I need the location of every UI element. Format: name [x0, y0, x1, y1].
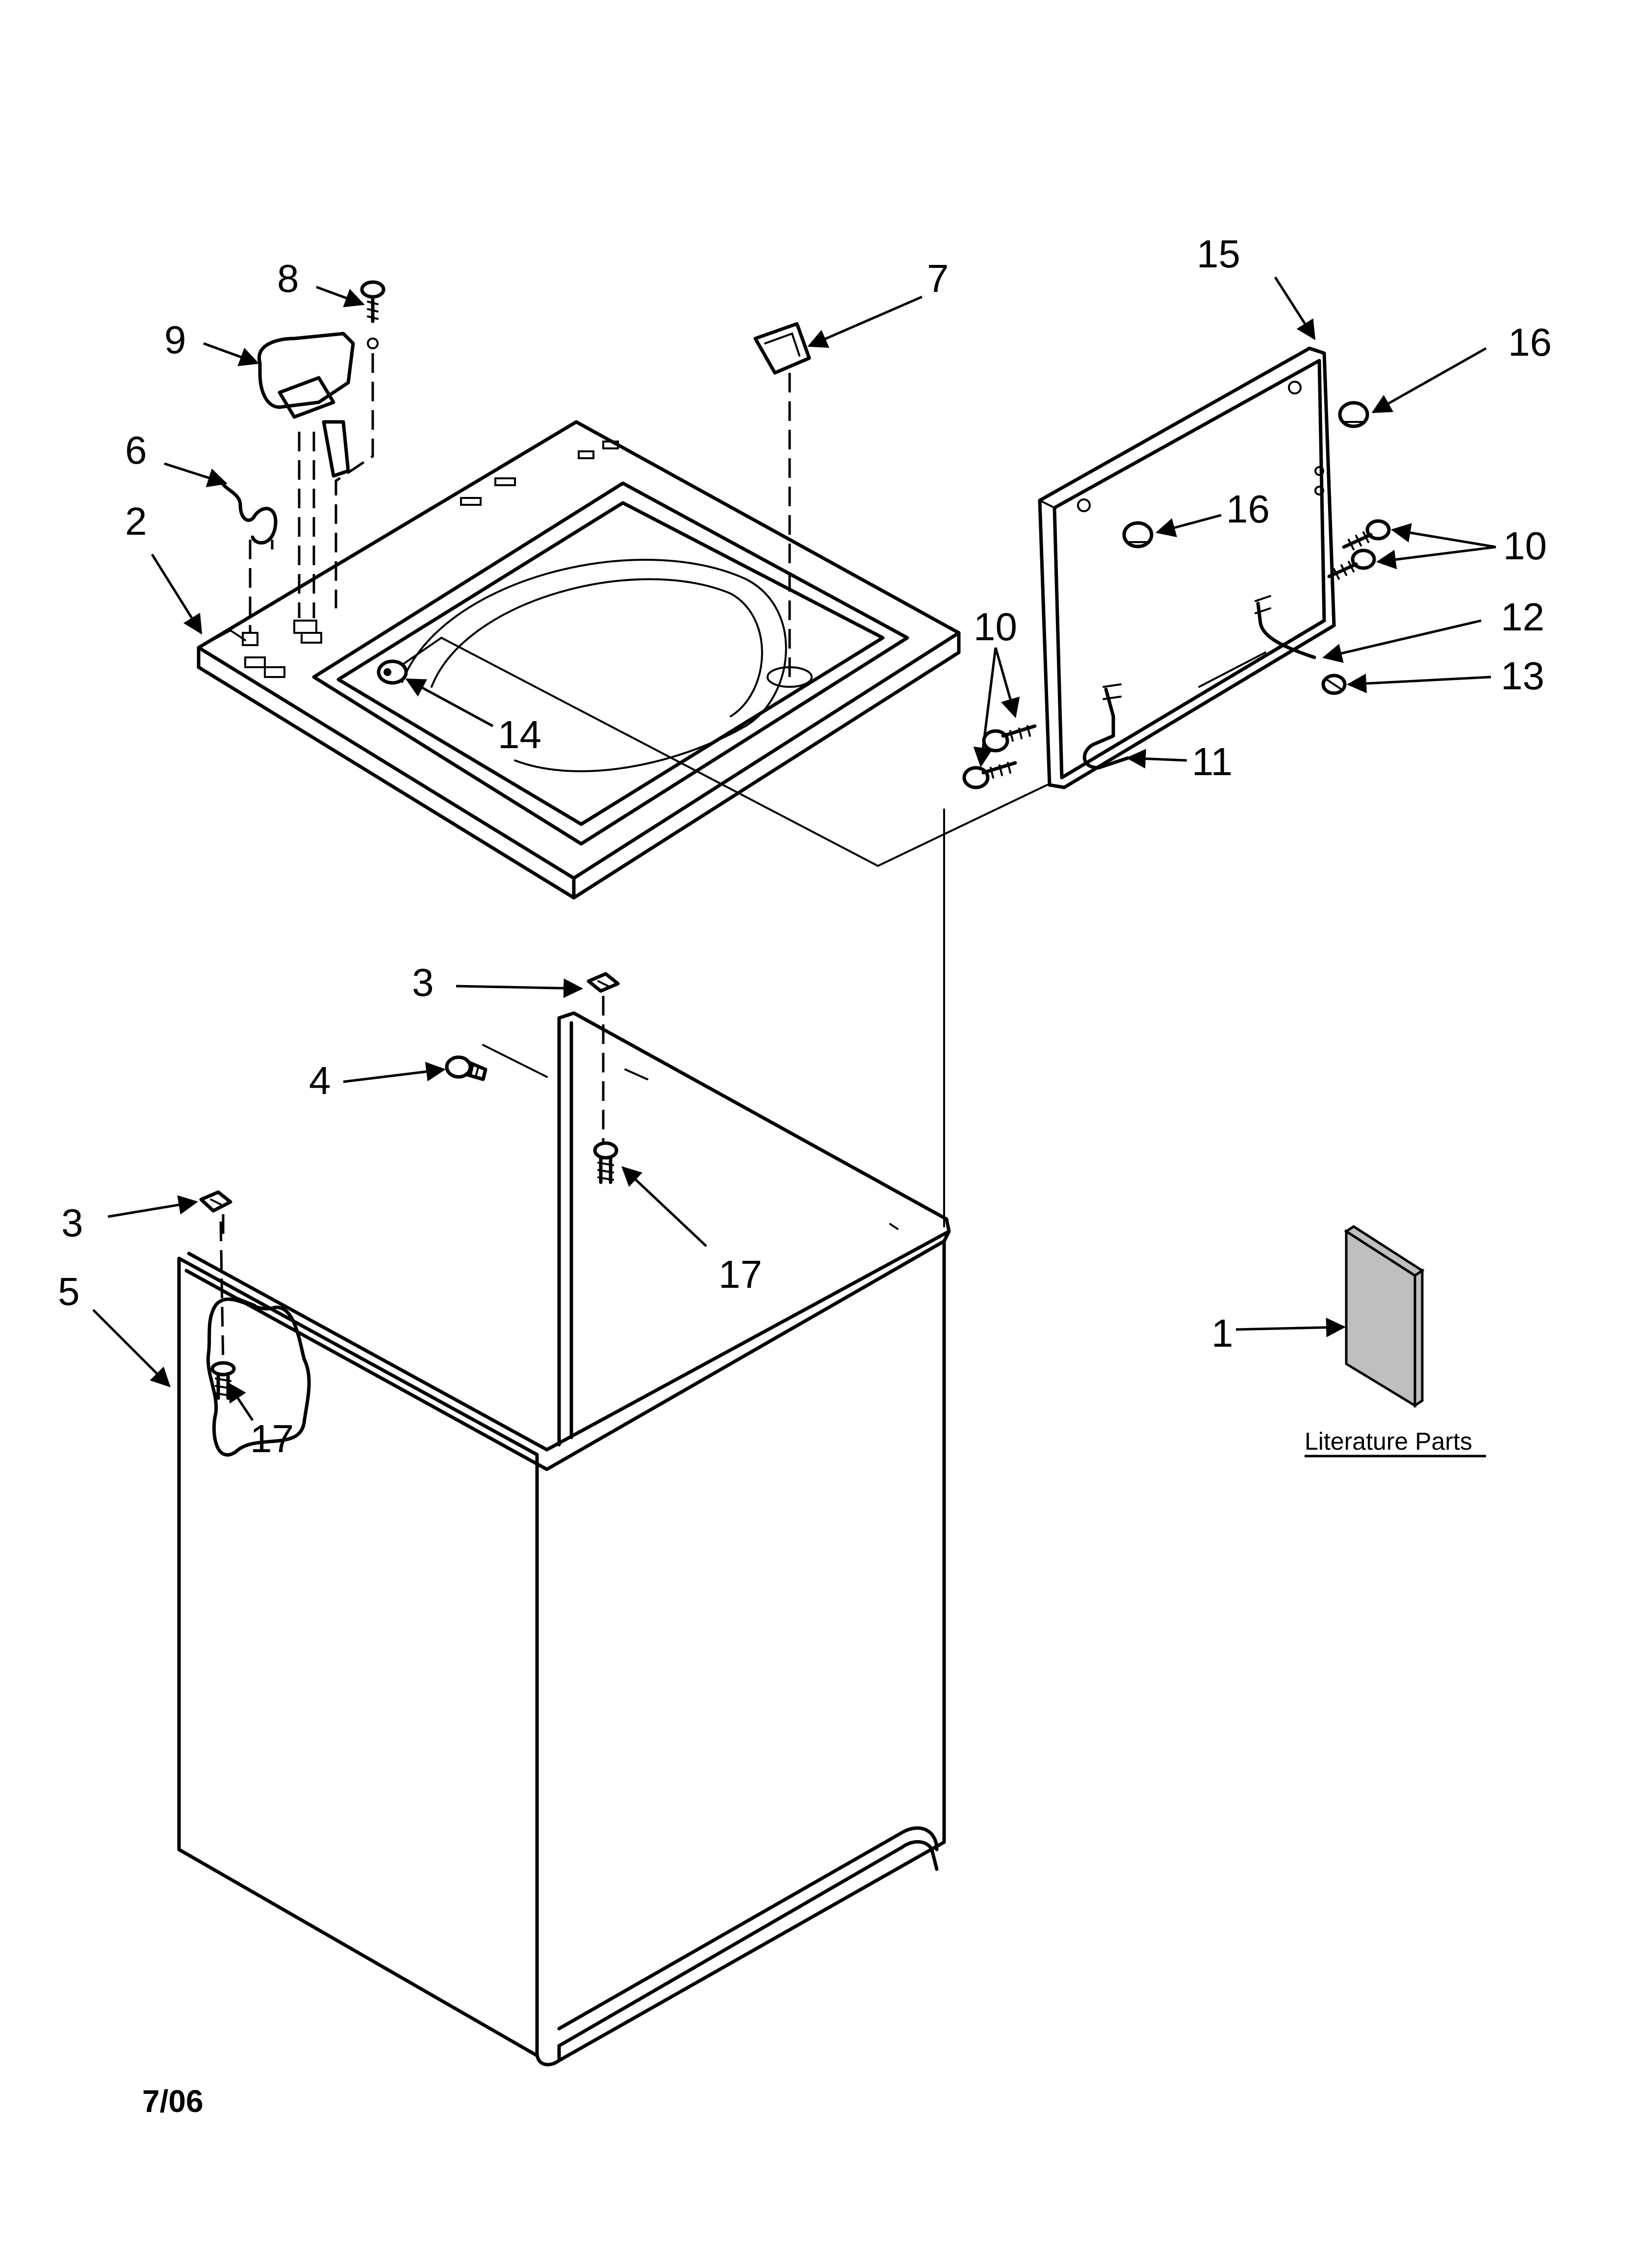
- callout-17-cutaway: 17: [250, 1417, 294, 1460]
- callout-3-left: 3: [61, 1201, 83, 1245]
- callout-10-right: 10: [1503, 524, 1547, 568]
- callout-16-right: 16: [1508, 320, 1552, 364]
- callout-17-rear: 17: [718, 1252, 762, 1296]
- literature-booklet: [1344, 1225, 1425, 1408]
- hinge-screws-left: [962, 724, 1037, 789]
- callout-12: 12: [1501, 595, 1544, 639]
- callout-6: 6: [125, 428, 147, 472]
- lid-panel: [1038, 346, 1336, 789]
- callout-5: 5: [58, 1270, 80, 1313]
- screw-4-part: [445, 1055, 487, 1081]
- lid-switch-part: [257, 332, 355, 634]
- date-code: 7/06: [142, 2084, 204, 2119]
- callout-labels: 1 2 3 3 4 5 6 7 8 9 10 10 11 12 13 14 15…: [58, 232, 1552, 1460]
- lid-bumper-part: [753, 322, 813, 688]
- callout-9: 9: [164, 318, 186, 362]
- callout-14: 14: [498, 713, 541, 756]
- callout-11: 11: [1192, 740, 1232, 783]
- callout-4: 4: [309, 1059, 331, 1102]
- literature-parts-caption: Literature Parts: [1305, 1428, 1472, 1455]
- callout-7: 7: [927, 257, 949, 300]
- cabinet: [177, 808, 951, 2066]
- clip-part: [219, 479, 278, 646]
- rod-cap-part: [1321, 674, 1347, 695]
- callout-2: 2: [125, 499, 147, 543]
- callout-10-left: 10: [974, 605, 1017, 649]
- top-panel: [197, 420, 961, 900]
- callout-3-rear: 3: [412, 961, 434, 1004]
- screw-17-rear: [593, 1141, 618, 1184]
- leader-arrows: [92, 276, 1496, 1421]
- cutaway-view: [206, 1221, 311, 1457]
- lid-bumper-16-parts: [1122, 401, 1369, 548]
- callout-13: 13: [1501, 654, 1544, 698]
- hinge-reference-line: [440, 637, 1048, 867]
- callout-16-left: 16: [1226, 487, 1270, 531]
- hose-fitting-part: [377, 637, 442, 685]
- clip-3-rear: [587, 972, 620, 1143]
- clip-3-left: [199, 1190, 232, 1241]
- callout-15: 15: [1197, 232, 1240, 276]
- hinge-screws-right: [1327, 519, 1391, 580]
- hinge-rod-parts: [1082, 595, 1316, 770]
- callout-8: 8: [277, 257, 299, 300]
- callout-1: 1: [1211, 1311, 1233, 1355]
